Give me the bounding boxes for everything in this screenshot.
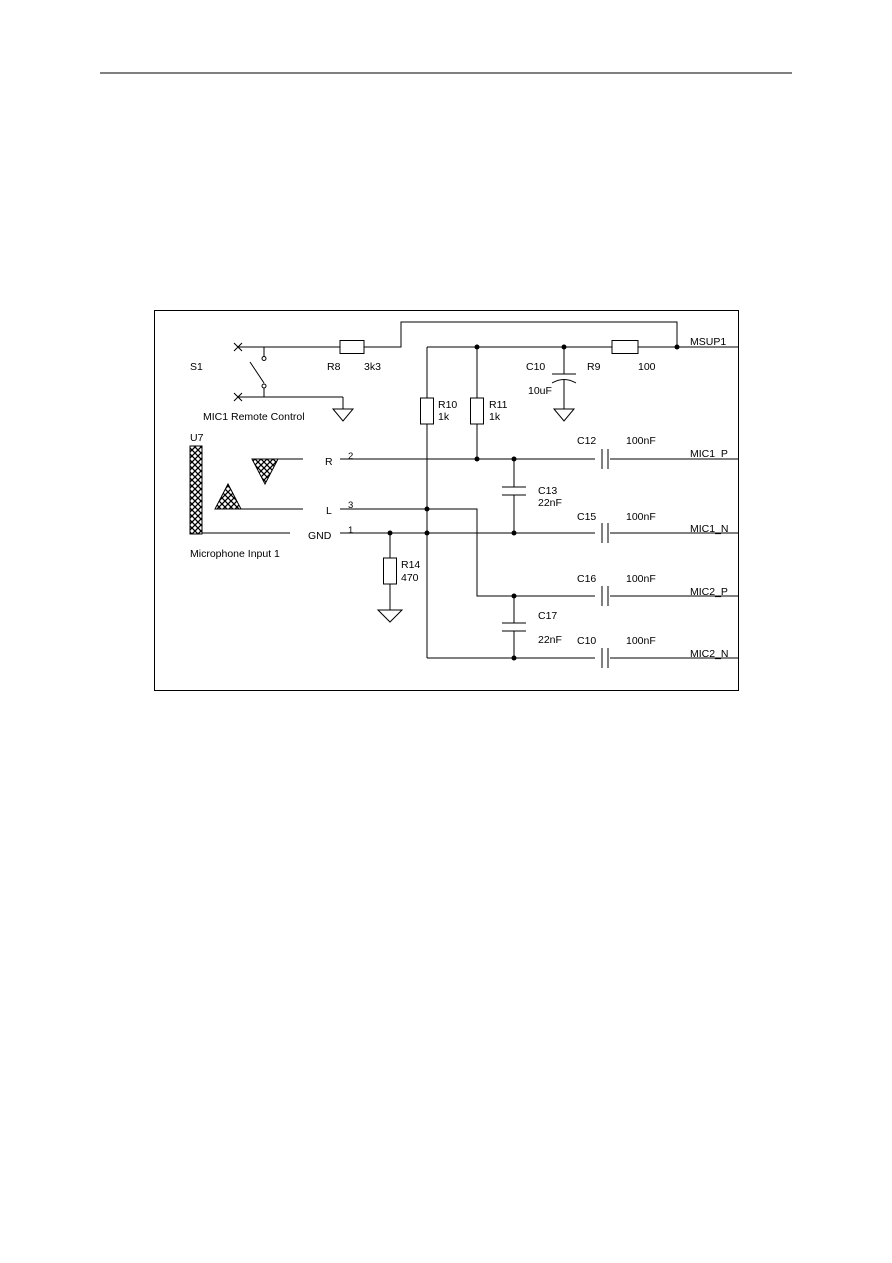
net-mic1-p: MIC1_P <box>690 448 728 460</box>
label-r11: R11 <box>489 399 508 411</box>
pin-number-3: 3 <box>348 500 353 511</box>
label-c16: C16 <box>577 573 596 585</box>
value-c18: 100nF <box>626 635 656 647</box>
capacitor-c15 <box>601 523 609 543</box>
value-c17: 22nF <box>538 634 562 646</box>
pin-label-gnd: GND <box>308 530 332 542</box>
label-c12: C12 <box>577 435 596 447</box>
label-u7: U7 <box>190 432 204 444</box>
value-r14: 470 <box>401 572 419 584</box>
figure-frame <box>154 310 739 691</box>
value-c13: 22nF <box>538 497 562 509</box>
capacitor-c16 <box>601 586 609 606</box>
label-remote-control: MIC1 Remote Control <box>203 411 305 423</box>
resistor-r10 <box>420 397 434 425</box>
label-c15: C15 <box>577 511 596 523</box>
capacitor-c12 <box>601 449 609 469</box>
pin-label-r: R <box>325 456 333 468</box>
net-mic2-n: MIC2_N <box>690 648 729 660</box>
value-c15: 100nF <box>626 511 656 523</box>
net-mic1-n: MIC1_N <box>690 523 729 535</box>
capacitor-c10-electrolytic <box>551 347 577 422</box>
resistor-r11 <box>470 397 484 425</box>
pin-number-1: 1 <box>348 525 353 536</box>
label-r10: R10 <box>438 399 457 411</box>
label-r9: R9 <box>587 361 601 373</box>
label-c10: C10 <box>526 361 545 373</box>
label-r8: R8 <box>327 361 341 373</box>
connector-contact-l <box>214 482 242 510</box>
resistor-r9 <box>611 340 639 354</box>
connector-u7-body <box>189 445 203 535</box>
label-microphone-input: Microphone Input 1 <box>190 548 280 560</box>
label-c17: C17 <box>538 610 557 622</box>
value-r8: 3k3 <box>364 361 381 373</box>
switch-s1 <box>233 342 355 422</box>
pin-label-l: L <box>326 505 332 517</box>
resistor-r8 <box>339 340 365 354</box>
net-mic2-p: MIC2_P <box>690 586 728 598</box>
value-r9: 100 <box>638 361 656 373</box>
value-c12: 100nF <box>626 435 656 447</box>
value-r11: 1k <box>489 411 501 423</box>
value-c16: 100nF <box>626 573 656 585</box>
label-c13: C13 <box>538 485 557 497</box>
capacitor-c18 <box>601 648 609 668</box>
value-c10: 10uF <box>528 385 552 397</box>
value-r10: 1k <box>438 411 450 423</box>
label-r14: R14 <box>401 559 420 571</box>
label-s1: S1 <box>190 361 203 373</box>
resistor-r14 <box>383 557 397 585</box>
label-c18: C10 <box>577 635 596 647</box>
pin-number-2: 2 <box>348 451 353 462</box>
net-msup1: MSUP1 <box>690 336 726 348</box>
connector-contact-r <box>251 458 279 486</box>
